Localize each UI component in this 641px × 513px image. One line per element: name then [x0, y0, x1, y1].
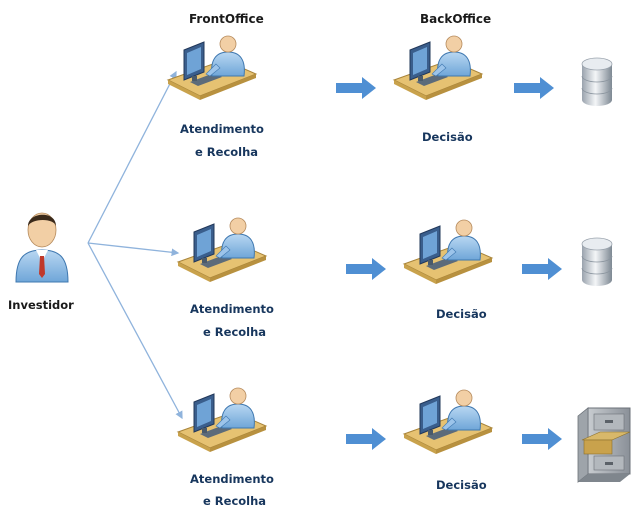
back-office-label: Decisão	[436, 478, 487, 492]
front-office-label-line1: Atendimento	[190, 472, 274, 486]
block-arrow-icon	[522, 258, 562, 280]
front-office-label-line1: Atendimento	[190, 302, 274, 316]
block-arrow-icon	[522, 428, 562, 450]
database-icon	[581, 57, 613, 107]
person-icon	[15, 212, 69, 283]
block-arrow-icon	[514, 77, 554, 99]
workstation-icon	[393, 35, 483, 101]
block-arrow-icon	[346, 428, 386, 450]
investor-label: Investidor	[8, 298, 74, 312]
back-office-header: BackOffice	[420, 12, 492, 26]
block-arrow-icon	[346, 258, 386, 280]
back-office-label: Decisão	[436, 307, 487, 321]
database-icon	[581, 237, 613, 287]
workstation-icon	[167, 35, 257, 101]
connector-line-middle	[87, 242, 180, 257]
workstation-icon	[177, 217, 267, 283]
front-office-label-line2: e Recolha	[203, 494, 267, 508]
filing-cabinet-icon	[577, 407, 631, 483]
workstation-icon	[403, 389, 493, 455]
front-office-label-line1: Atendimento	[180, 122, 264, 136]
block-arrow-icon	[336, 77, 376, 99]
front-office-header: FrontOffice	[189, 12, 264, 26]
front-office-label-line2: e Recolha	[195, 145, 259, 159]
front-office-label-line2: e Recolha	[203, 325, 267, 339]
workstation-icon	[403, 219, 493, 285]
connector-line-bottom	[87, 242, 183, 420]
connector-line-top	[87, 70, 177, 244]
back-office-label: Decisão	[422, 130, 473, 144]
workstation-icon	[177, 387, 267, 453]
